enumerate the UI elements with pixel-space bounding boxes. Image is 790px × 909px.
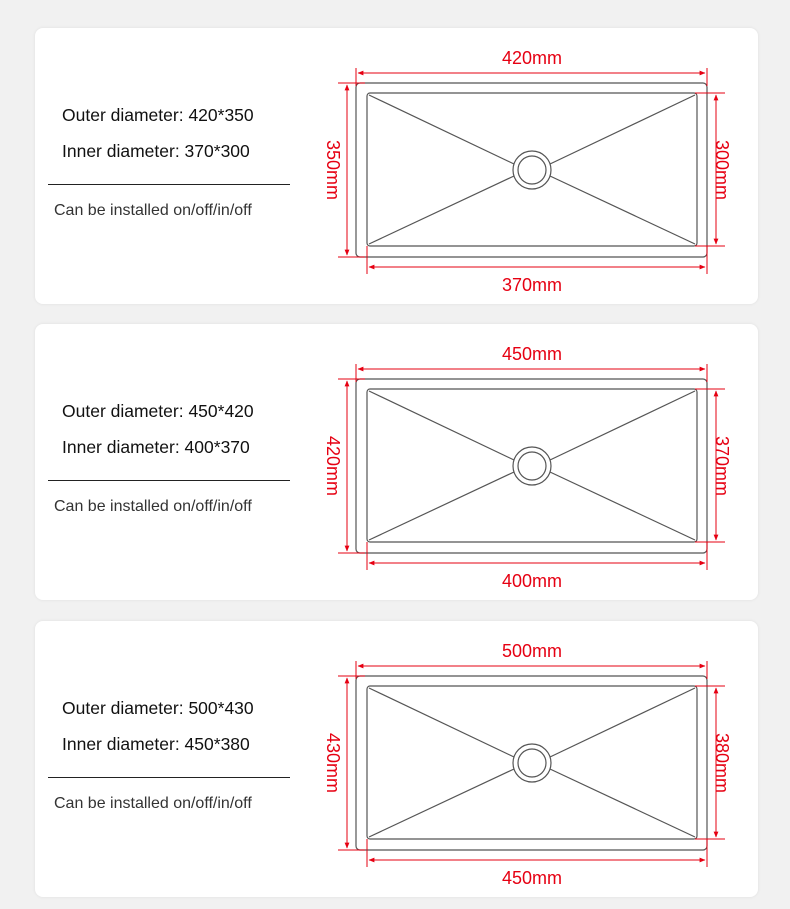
divider bbox=[48, 777, 290, 778]
inner-diameter-text: Inner diameter: 400*370 bbox=[62, 437, 250, 457]
left-dimension-label: 430mm bbox=[323, 733, 343, 793]
inner-diameter-text: Inner diameter: 450*380 bbox=[62, 734, 250, 754]
bottom-dimension-label: 450mm bbox=[502, 868, 562, 888]
right-dimension-label: 370mm bbox=[712, 436, 732, 496]
sink-spec-card: Outer diameter: 450*420 Inner diameter: … bbox=[35, 324, 758, 600]
right-dimension-label: 300mm bbox=[712, 140, 732, 200]
install-text: Can be installed on/off/in/off bbox=[54, 795, 252, 812]
drain-icon bbox=[512, 743, 552, 783]
left-dimension-label: 350mm bbox=[323, 140, 343, 200]
install-text: Can be installed on/off/in/off bbox=[54, 202, 252, 219]
sink-dimension-diagram: 420mm 370mm 350mm 300mm bbox=[323, 48, 732, 295]
dimension-lines bbox=[338, 661, 725, 867]
install-text: Can be installed on/off/in/off bbox=[54, 498, 252, 515]
outer-diameter-text: Outer diameter: 450*420 bbox=[62, 401, 254, 421]
sink-outline bbox=[355, 378, 708, 554]
sink-dimension-diagram: 450mm 400mm 420mm 370mm bbox=[323, 344, 732, 591]
sink-outline bbox=[355, 675, 708, 851]
bottom-dimension-label: 370mm bbox=[502, 275, 562, 295]
sink-dimension-diagram: 500mm 450mm 430mm 380mm bbox=[323, 641, 732, 888]
outer-diameter-text: Outer diameter: 420*350 bbox=[62, 105, 254, 125]
left-dimension-label: 420mm bbox=[323, 436, 343, 496]
right-dimension-label: 380mm bbox=[712, 733, 732, 793]
bottom-dimension-label: 400mm bbox=[502, 571, 562, 591]
top-dimension-label: 420mm bbox=[502, 48, 562, 68]
dimension-lines bbox=[338, 68, 725, 274]
sink-outline bbox=[355, 82, 708, 258]
top-dimension-label: 450mm bbox=[502, 344, 562, 364]
divider bbox=[48, 480, 290, 481]
sink-spec-card: Outer diameter: 500*430 Inner diameter: … bbox=[35, 621, 758, 897]
outer-diameter-text: Outer diameter: 500*430 bbox=[62, 698, 254, 718]
top-dimension-label: 500mm bbox=[502, 641, 562, 661]
sink-spec-card: Outer diameter: 420*350 Inner diameter: … bbox=[35, 28, 758, 304]
inner-diameter-text: Inner diameter: 370*300 bbox=[62, 141, 250, 161]
dimension-lines bbox=[338, 364, 725, 570]
drain-icon bbox=[512, 446, 552, 486]
divider bbox=[48, 184, 290, 185]
drain-icon bbox=[512, 150, 552, 190]
